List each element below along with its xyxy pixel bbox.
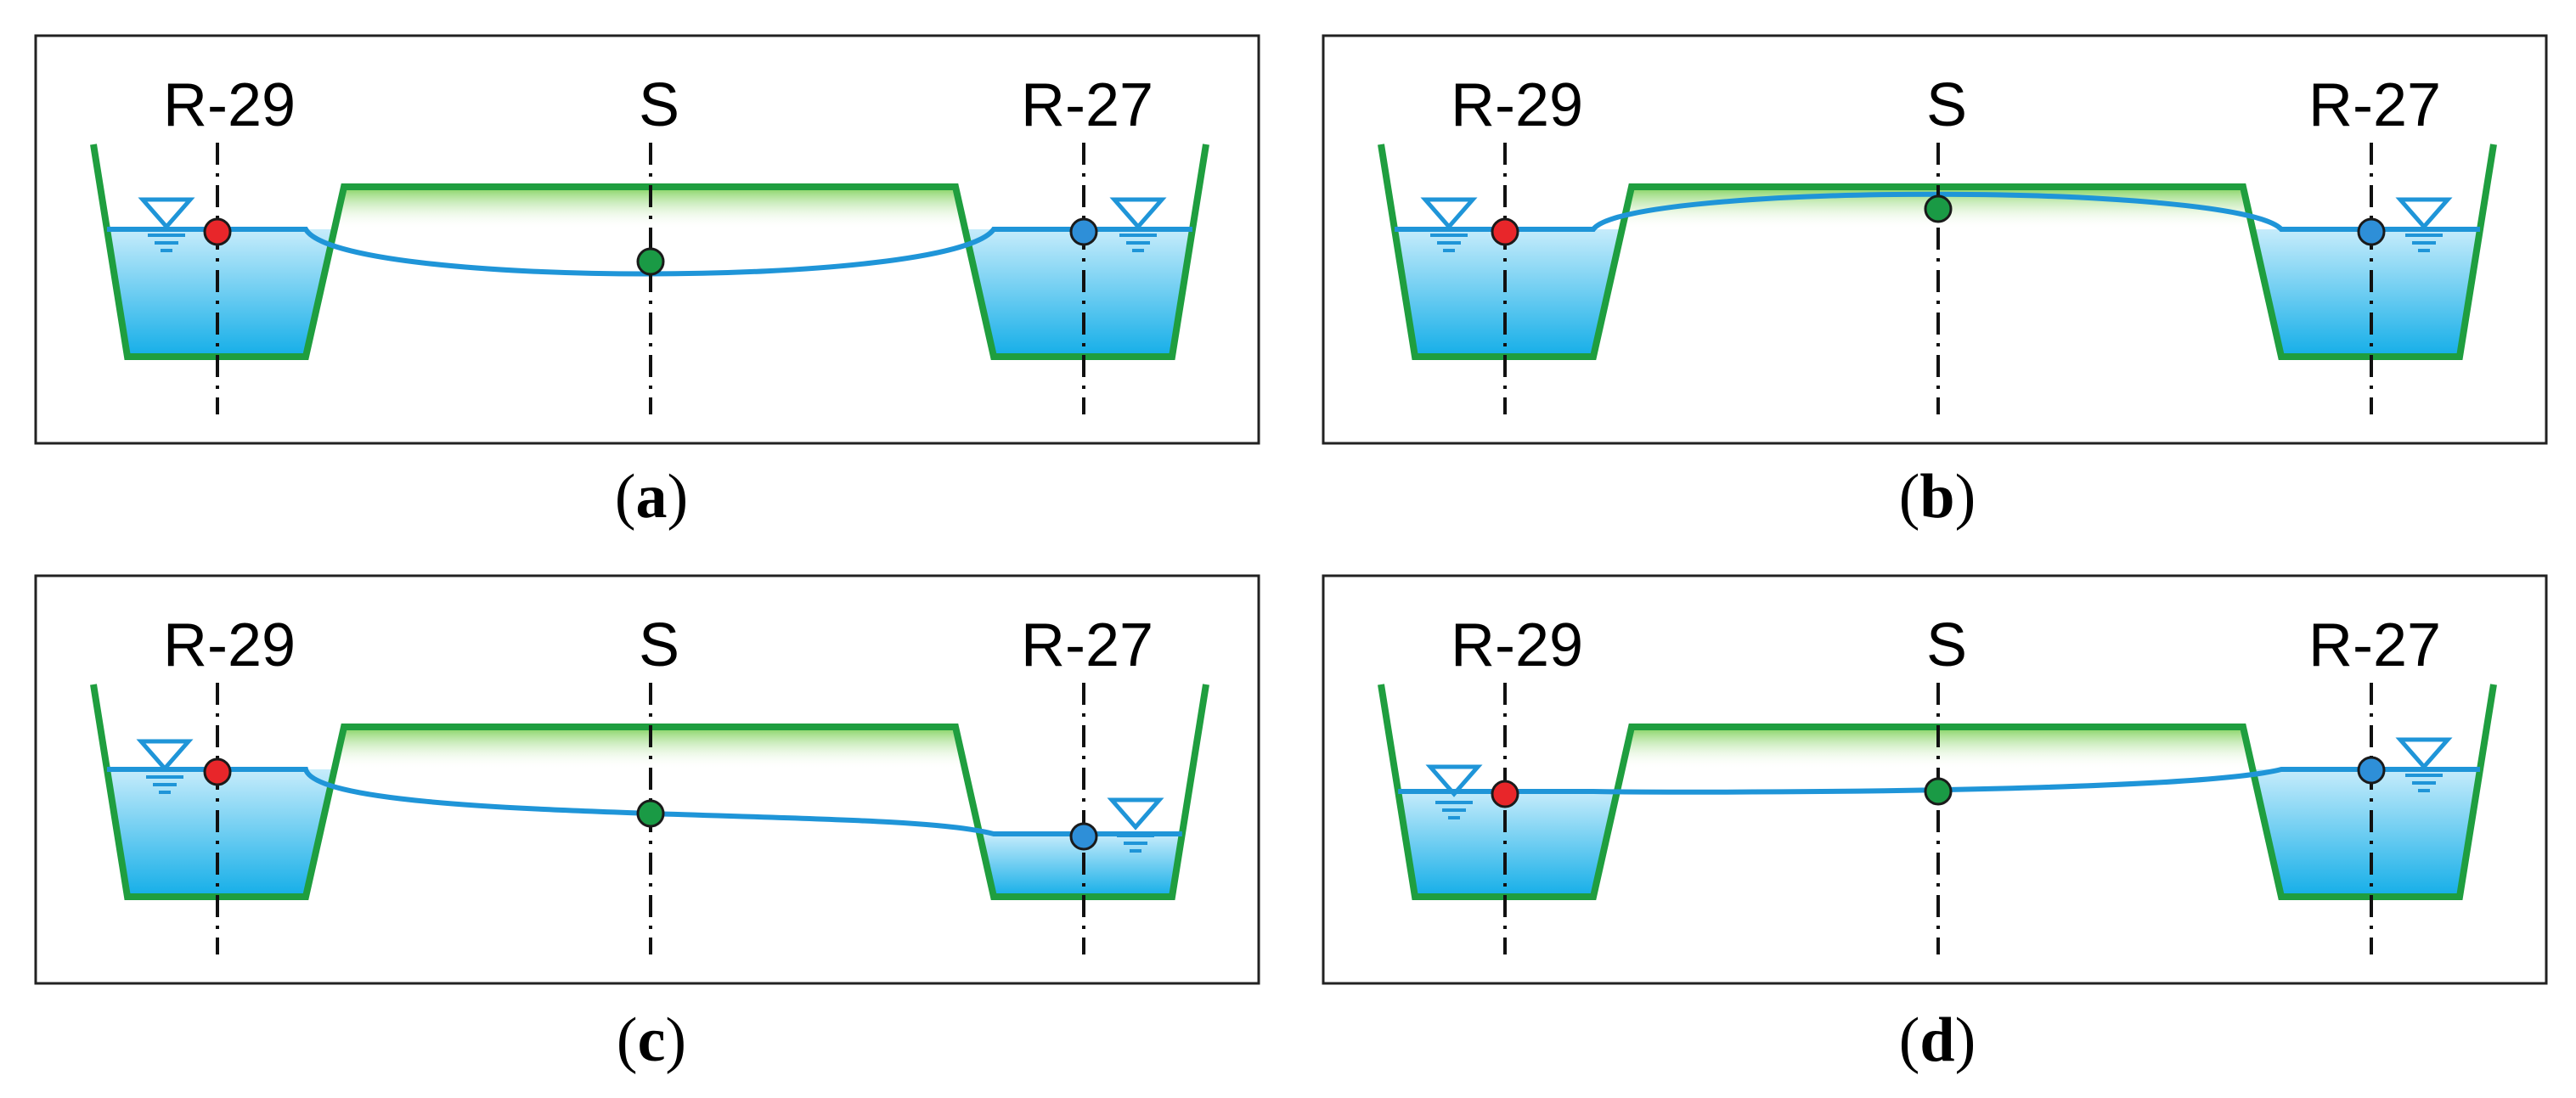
- point-r29: [203, 757, 232, 786]
- station-label-r27: R-27: [2308, 71, 2441, 139]
- station-label-r27: R-27: [2308, 611, 2441, 679]
- panel-a-caption: (a): [614, 462, 689, 532]
- station-label-s: S: [1926, 71, 1967, 139]
- panel-artwork: [34, 574, 1260, 985]
- panel-d-caption: (d): [1898, 1005, 1976, 1075]
- left-reservoir-water: [107, 229, 335, 357]
- point-r27: [2357, 217, 2386, 246]
- point-r29: [203, 217, 232, 246]
- embankment-fill: [334, 187, 966, 229]
- point-s: [636, 247, 665, 276]
- panel-c-caption: (c): [616, 1005, 687, 1075]
- panel-b-caption: (b): [1898, 462, 1976, 532]
- embankment-fill: [1621, 727, 2253, 769]
- seepage-line: [1395, 191, 2480, 232]
- point-r29: [1491, 217, 1519, 246]
- station-label-r27: R-27: [1021, 611, 1153, 679]
- panel-b-diagram: R-29 S R-27: [1322, 34, 2548, 445]
- water-level-triangle-icon: [1109, 197, 1167, 252]
- embankment-fill: [334, 727, 966, 769]
- station-label-r29: R-29: [1451, 611, 1583, 679]
- water-level-triangle-icon: [138, 197, 195, 252]
- point-r29: [1491, 780, 1519, 808]
- station-label-s: S: [639, 71, 679, 139]
- station-label-s: S: [639, 611, 679, 679]
- point-r27: [1069, 822, 1098, 851]
- station-label-r29: R-29: [163, 71, 296, 139]
- station-label-r29: R-29: [1451, 71, 1583, 139]
- water-level-triangle-icon: [1425, 764, 1483, 819]
- left-reservoir-water: [1395, 229, 1622, 357]
- water-level-triangle-icon: [2395, 737, 2453, 792]
- panel-artwork: [34, 34, 1260, 445]
- right-reservoir-water: [2252, 229, 2480, 357]
- point-s: [1924, 777, 1953, 806]
- point-r27: [2357, 756, 2386, 785]
- panel-c-diagram: R-29 S R-27: [34, 574, 1260, 985]
- panel-artwork: [1322, 34, 2548, 445]
- station-label-r29: R-29: [163, 611, 296, 679]
- left-reservoir-water: [107, 769, 335, 897]
- water-level-triangle-icon: [136, 739, 194, 794]
- right-reservoir-water: [965, 229, 1192, 357]
- point-r27: [1069, 217, 1098, 246]
- right-reservoir-water: [2252, 769, 2480, 897]
- water-level-triangle-icon: [1107, 797, 1164, 853]
- point-s: [636, 799, 665, 828]
- point-s: [1924, 194, 1953, 223]
- panel-artwork: [1322, 574, 2548, 985]
- panel-d-diagram: R-29 S R-27: [1322, 574, 2548, 985]
- station-label-r27: R-27: [1021, 71, 1153, 139]
- panel-a-diagram: R-29 S R-27: [34, 34, 1260, 445]
- station-label-s: S: [1926, 611, 1967, 679]
- water-level-triangle-icon: [2395, 197, 2453, 252]
- water-level-triangle-icon: [1420, 197, 1478, 252]
